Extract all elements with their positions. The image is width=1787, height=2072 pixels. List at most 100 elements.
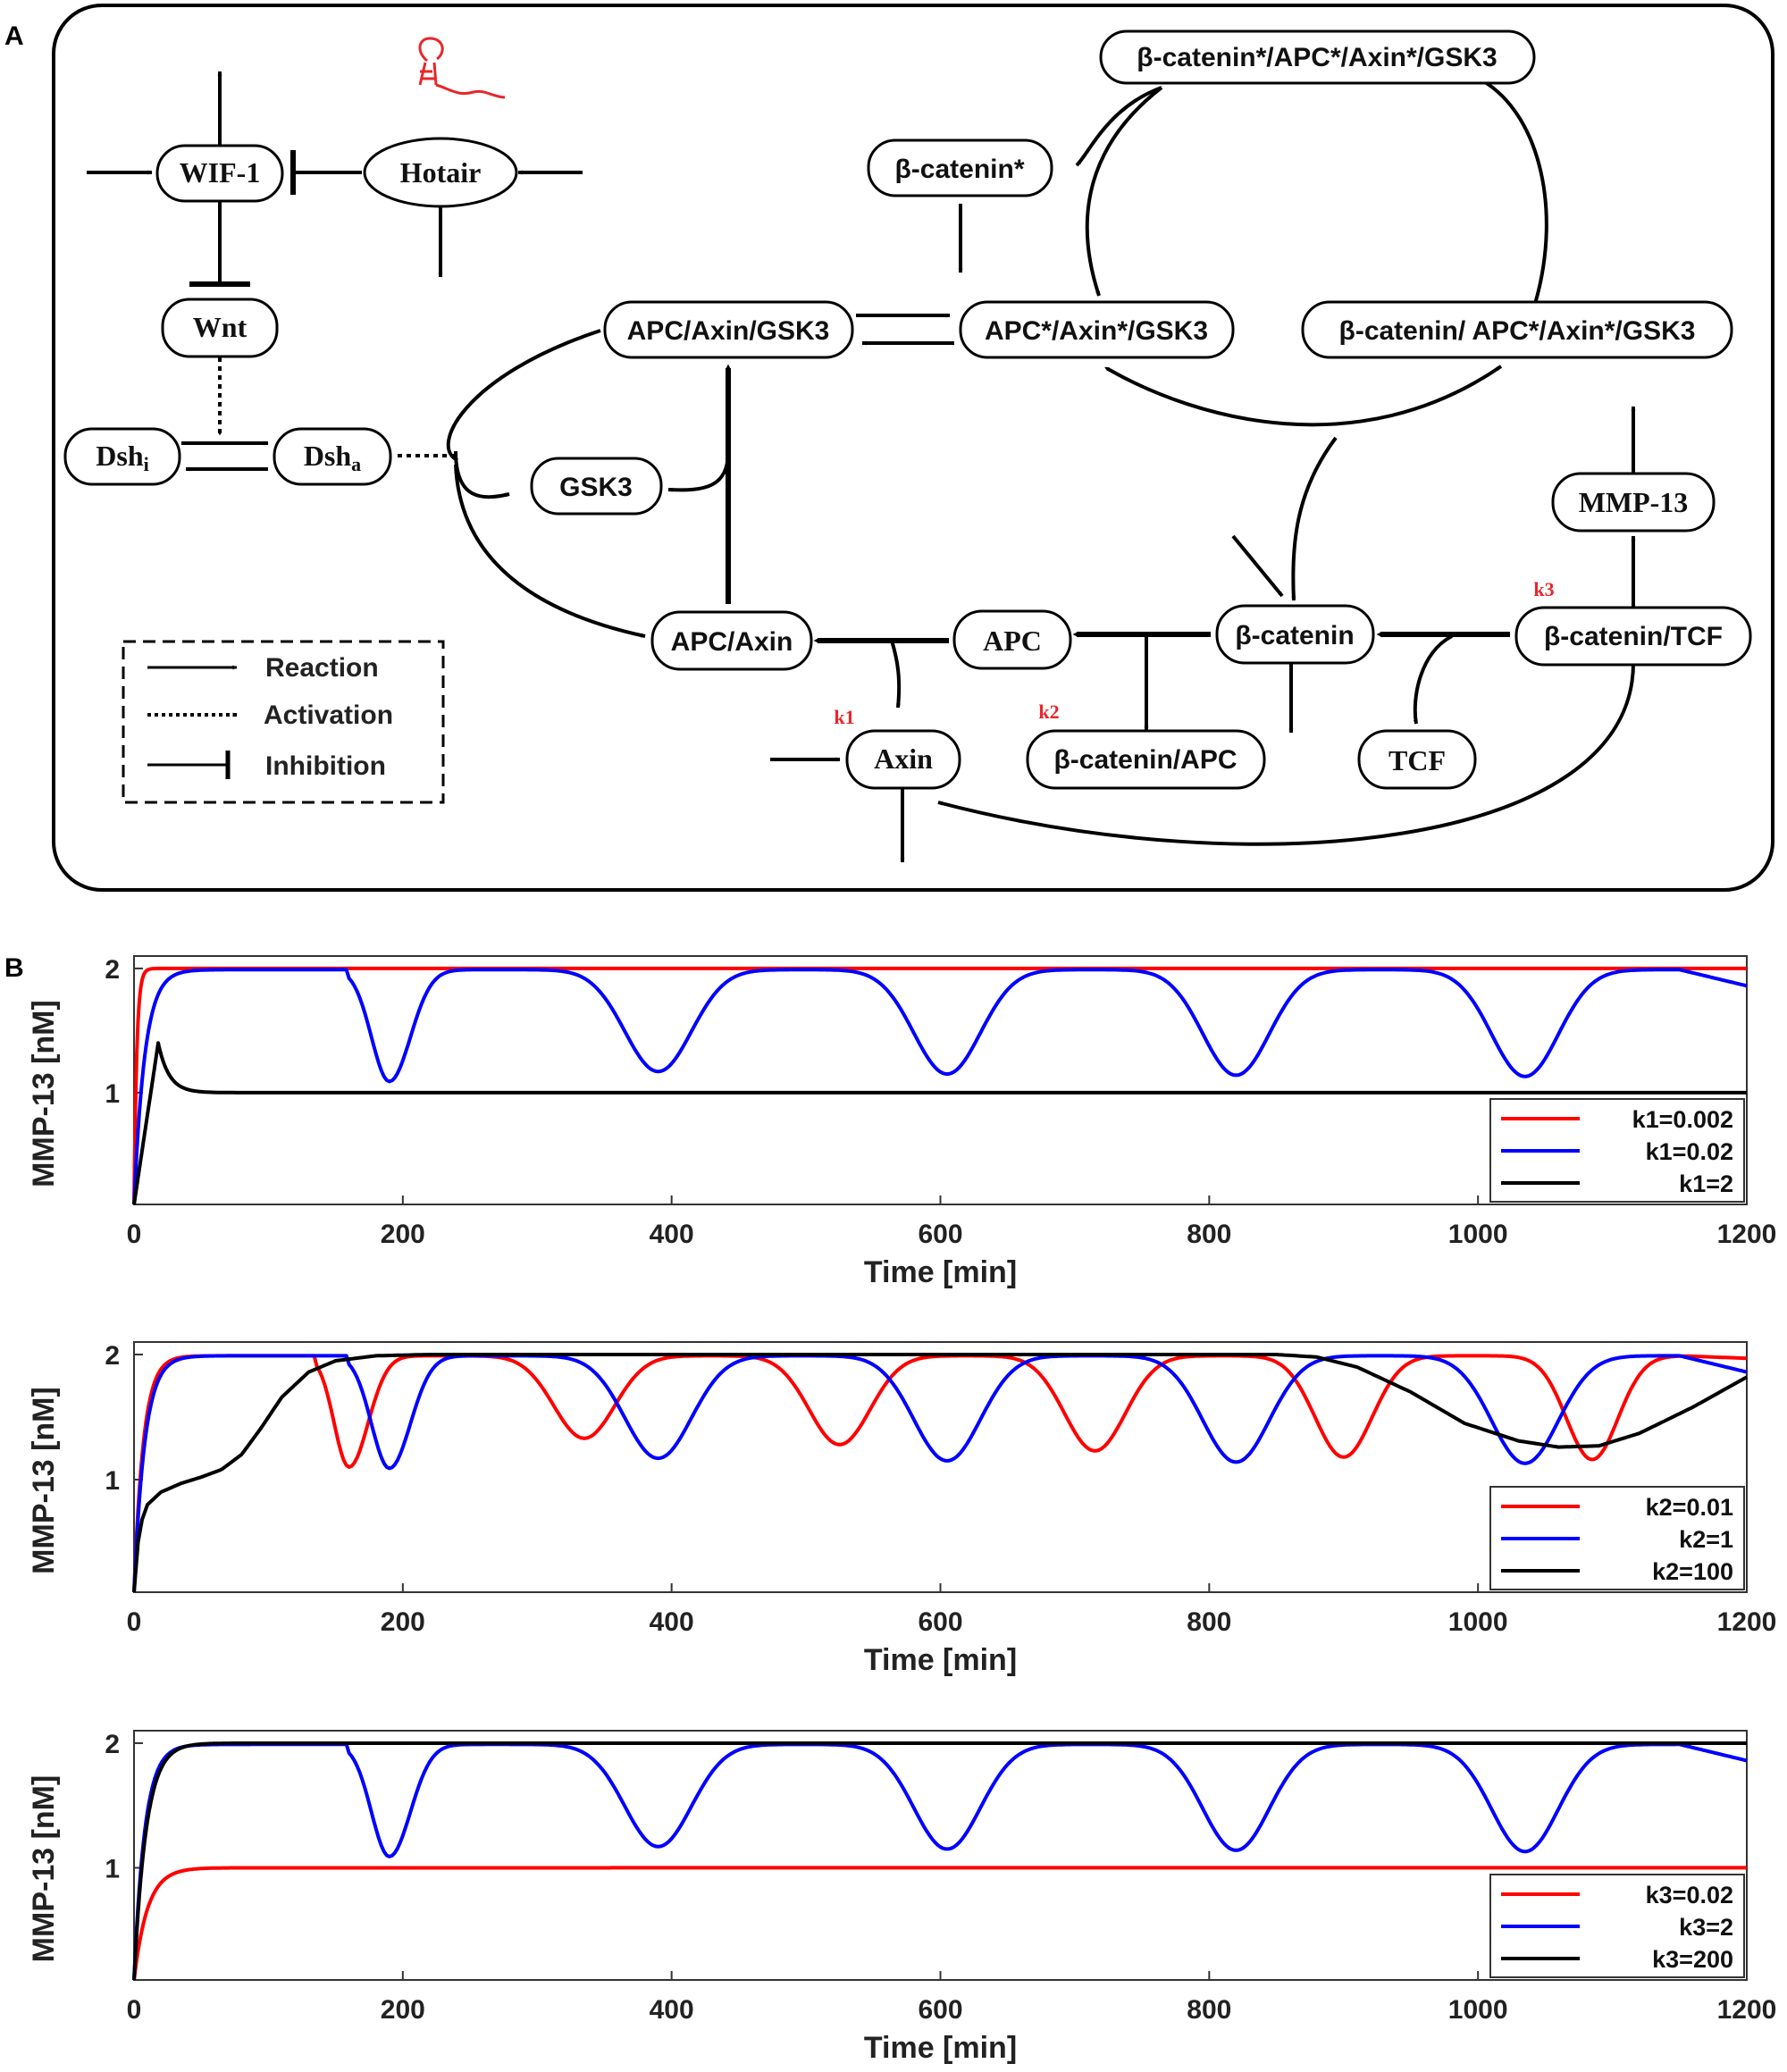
node-gsk3-label: GSK3	[559, 473, 633, 502]
x-tick-label: 1200	[1717, 1607, 1777, 1637]
node-axin-label: Axin	[874, 742, 933, 775]
node-dsha-sub: a	[351, 453, 361, 475]
node-bcat-label: β-catenin	[1235, 621, 1354, 650]
node-apc-label: APC	[983, 625, 1042, 657]
edge-bcat-star-complex-to-apc-star	[1085, 86, 1163, 297]
node-hotair-label: Hotair	[400, 156, 482, 189]
x-axis-title: Time [min]	[864, 1643, 1017, 1677]
y-axis-title: MMP-13 [nM]	[27, 1775, 61, 1963]
node-wnt-label: Wnt	[193, 311, 247, 343]
node-apc-box[interactable]	[952, 609, 1072, 670]
series-line-k1-2	[132, 1041, 1747, 1205]
node-apc-axin-box[interactable]	[650, 610, 813, 671]
diagram-labels: WIF-1 Hotair Wnt Dshi Dsha GSK3 APC/Axin…	[96, 43, 1723, 776]
diagram-legend: Reaction Activation Inhibition	[122, 640, 445, 804]
node-tcf-label: TCF	[1388, 744, 1446, 776]
node-bcat-star-label: β-catenin*	[894, 155, 1024, 184]
x-tick-label: 400	[650, 1220, 694, 1249]
x-tick-label: 400	[650, 1607, 694, 1637]
y-axis-title: MMP-13 [nM]	[27, 1387, 61, 1574]
x-tick-label: 200	[381, 1607, 425, 1637]
legend-label: k3=2	[1679, 1914, 1733, 1941]
rna-icon	[418, 37, 506, 99]
node-mmp13-box[interactable]	[1551, 472, 1716, 533]
x-tick-label: 800	[1187, 1220, 1231, 1249]
y-tick-label: 1	[105, 1079, 120, 1109]
panel-a-label: A	[4, 21, 24, 51]
diagram-nodes	[63, 29, 1752, 790]
node-bcat-star-box[interactable]	[867, 138, 1053, 197]
node-bcat-complex-label: β-catenin/ APC*/Axin*/GSK3	[1339, 316, 1696, 346]
node-apc-star-axin-star-gsk3-box[interactable]	[959, 300, 1235, 359]
node-bcat-complex-box[interactable]	[1301, 300, 1733, 359]
node-bcat-star-complex-box[interactable]	[1099, 29, 1536, 85]
x-tick-label: 800	[1187, 1607, 1231, 1637]
node-bcat-apc-box[interactable]	[1026, 729, 1266, 790]
edge-bcat-synthesis	[1231, 534, 1284, 598]
series-line-k2-100	[132, 1353, 1748, 1593]
diagram-frame	[52, 4, 1774, 892]
x-tick-label: 0	[127, 1607, 142, 1637]
edge-bcat-complex-to-bcat-star-complex	[1476, 76, 1548, 305]
node-dshi-label: Dshi	[96, 440, 148, 475]
legend-label: k2=0.01	[1646, 1494, 1733, 1521]
node-dshi-sub: i	[144, 453, 149, 475]
x-tick-label: 1200	[1717, 1220, 1777, 1249]
x-tick-label: 1200	[1717, 1995, 1777, 2025]
node-gsk3-box[interactable]	[530, 457, 663, 516]
node-axin-box[interactable]	[845, 729, 961, 790]
node-wnt-box[interactable]	[161, 298, 279, 358]
legend-label: k3=0.02	[1646, 1882, 1733, 1908]
x-tick-label: 1000	[1448, 1220, 1508, 1249]
rate-k3-label: k3	[1533, 578, 1554, 600]
edge-apc-star-bcat-complex	[1104, 365, 1503, 427]
node-apc-axin-gsk3-label: APC/Axin/GSK3	[627, 316, 830, 346]
node-dsha-box[interactable]	[273, 427, 392, 486]
edge-tcf-exchange	[1413, 634, 1453, 725]
edge-apc-axin-to-axin	[890, 640, 902, 709]
series-line-k3-0-02	[132, 1866, 1747, 1981]
edge-to-apc-axin	[454, 464, 646, 638]
node-tcf-box[interactable]	[1357, 729, 1477, 790]
x-tick-label: 600	[918, 1995, 962, 2025]
x-tick-label: 400	[650, 1995, 694, 2025]
x-tick-label: 0	[127, 1995, 142, 2025]
node-apc-axin-label: APC/Axin	[671, 627, 793, 657]
legend-inhibition-label: Inhibition	[265, 751, 386, 781]
node-bcat-apc-label: β-catenin/APC	[1053, 745, 1237, 775]
edge-gsk3-exchange	[667, 450, 730, 492]
y-axis-title: MMP-13 [nM]	[27, 1000, 61, 1187]
legend-label: k2=1	[1679, 1526, 1733, 1553]
node-bcat-tcf-label: β-catenin/TCF	[1544, 622, 1723, 651]
panel-b-label: B	[4, 953, 24, 983]
series-line-k1-0-02	[132, 968, 1748, 1205]
edge-bcat-star-complex-to-bcat-star	[1075, 86, 1162, 167]
legend-label: k1=0.002	[1632, 1106, 1733, 1133]
x-axis-title: Time [min]	[864, 1255, 1017, 1289]
x-axis-title: Time [min]	[864, 2031, 1017, 2065]
node-hotair-box[interactable]	[363, 137, 518, 208]
diagram-legend-box	[122, 640, 445, 804]
legend-reaction-label: Reaction	[265, 653, 379, 683]
x-tick-label: 800	[1187, 1995, 1231, 2025]
rna-icon-tail	[435, 83, 506, 99]
edge-tcf-feedback-to-axin	[937, 662, 1635, 846]
y-tick-label: 2	[105, 955, 120, 985]
node-apc-axin-gsk3-box[interactable]	[603, 300, 854, 359]
node-bcat-box[interactable]	[1215, 604, 1375, 665]
y-tick-label: 1	[105, 1854, 120, 1883]
x-tick-label: 200	[381, 1220, 425, 1249]
node-wif1-label: WIF-1	[180, 156, 261, 189]
x-tick-label: 200	[381, 1995, 425, 2025]
node-dshi-box[interactable]	[63, 427, 181, 486]
node-bcat-tcf-box[interactable]	[1514, 606, 1752, 667]
node-wif1-box[interactable]	[155, 144, 284, 203]
rate-k1-label: k1	[834, 706, 854, 728]
edge-to-gsk3	[454, 450, 510, 499]
diagram-edges	[87, 71, 1636, 863]
series-line-k3-200	[132, 1741, 1747, 1981]
